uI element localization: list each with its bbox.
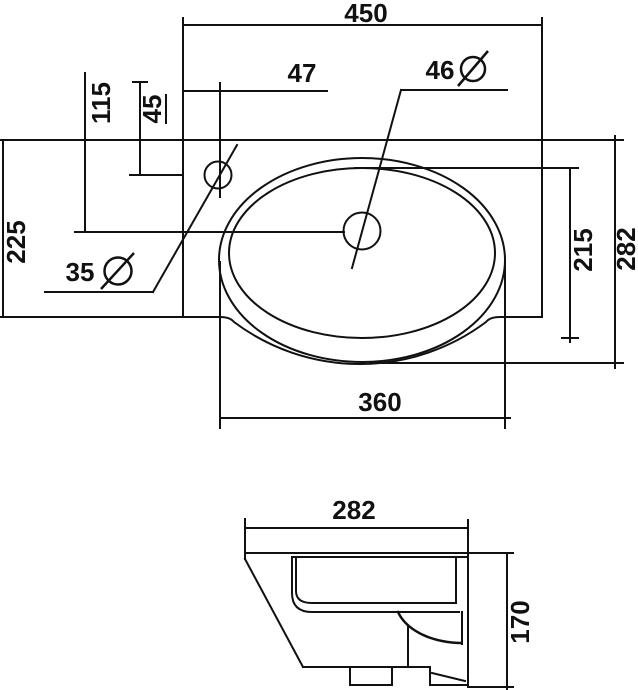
dim-tap-offset-y: 45: [137, 95, 167, 124]
dim-tap-offset-x: 47: [288, 58, 317, 88]
leader-tap-diagonal: [151, 143, 239, 294]
side-view-labels: 282 170: [332, 495, 535, 644]
diameter-icon: [457, 50, 489, 87]
side-front-diagonal: [243, 557, 305, 669]
leader-drain-diagonal: [350, 88, 403, 270]
basin-rim-outer: [218, 157, 506, 363]
top-view: [0, 17, 624, 429]
top-view-labels: 450 47 46 35 360 115 45 225 215 282: [1, 0, 638, 417]
side-bowl-inner: [295, 556, 457, 604]
basin-front-outline: [0, 316, 543, 365]
side-foot-right: [429, 666, 468, 686]
basin-bowl-inner: [228, 167, 496, 339]
dim-side-height: 170: [505, 600, 535, 643]
side-bowl-outer: [291, 556, 460, 613]
side-trap-curve: [396, 610, 463, 645]
dim-side-depth: 282: [332, 495, 375, 525]
dim-overall-width: 450: [344, 0, 387, 28]
side-drain-slant: [430, 671, 467, 683]
dim-center-offset-y: 115: [86, 82, 116, 124]
dim-overall-depth: 282: [611, 227, 638, 270]
side-view: [243, 518, 514, 690]
dim-tap-diameter: 35: [66, 257, 95, 287]
dim-bowl-width: 360: [358, 387, 401, 417]
dim-drain-diameter: 46: [426, 55, 455, 85]
side-foot-left: [349, 666, 393, 686]
diameter-icon: [100, 252, 135, 290]
dim-left-depth: 225: [1, 220, 31, 263]
tap-hole: [203, 160, 233, 190]
dim-bowl-depth: 215: [568, 228, 598, 271]
